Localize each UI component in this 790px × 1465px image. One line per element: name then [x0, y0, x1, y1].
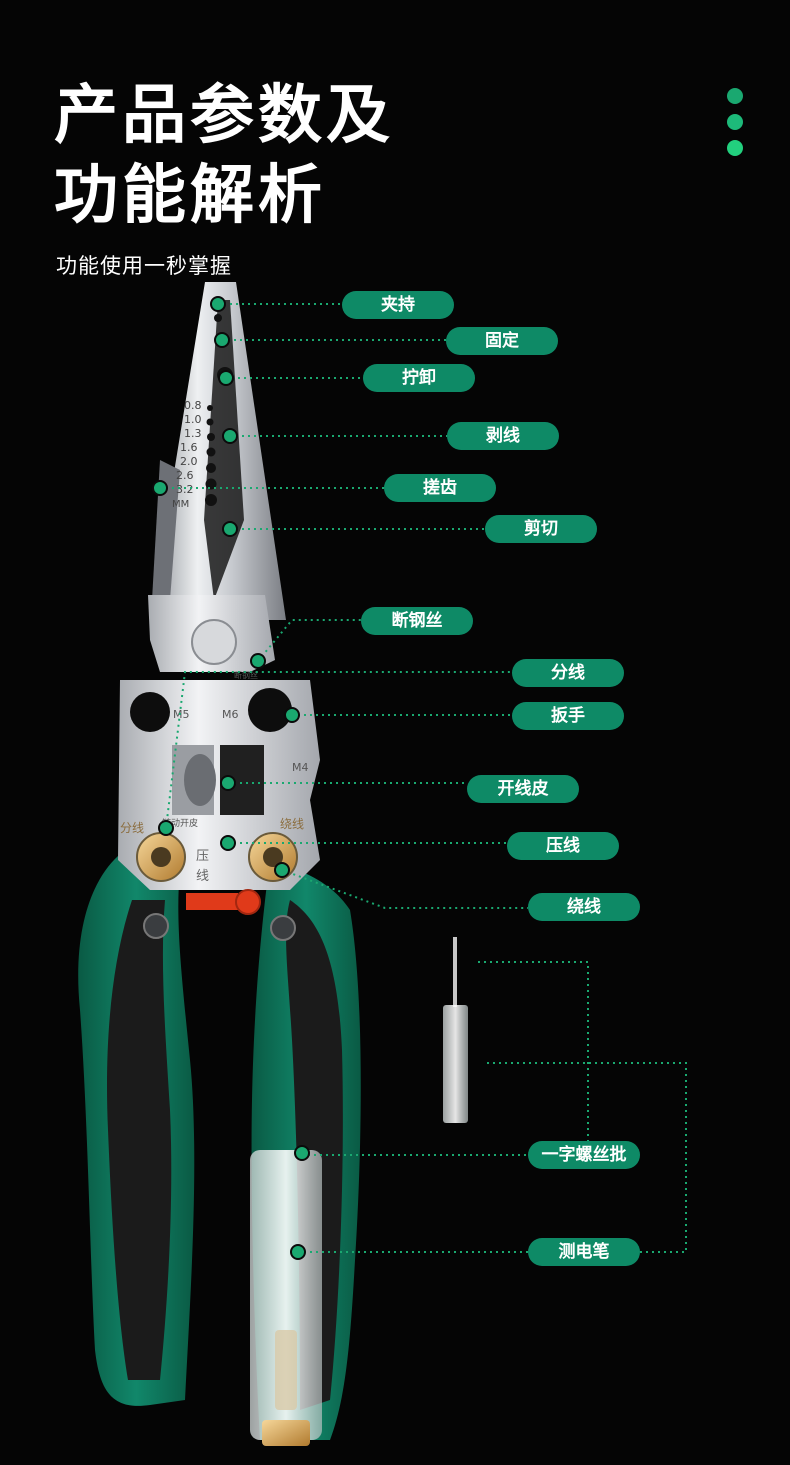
screwdriver-bit [443, 937, 468, 1123]
label-tester: 测电笔 [528, 1238, 640, 1266]
label-split: 分线 [512, 659, 624, 687]
decor-dots [727, 88, 743, 166]
page-title-line1: 产品参数及 [54, 79, 394, 153]
mark-m5: M5 [173, 708, 190, 721]
mark-m4: M4 [292, 761, 309, 774]
gauge-label: 1.3 [184, 427, 202, 440]
label-wire-cut: 断钢丝 [361, 607, 473, 635]
left-handle [78, 856, 195, 1406]
pliers-head: 断钢丝 M5 M6 M4 分线 绕线 链动开皮 压 线 [118, 595, 320, 915]
label-open-skin: 开线皮 [467, 775, 579, 803]
label-screwdriver: 一字螺丝批 [528, 1141, 640, 1169]
page-subtitle: 功能使用一秒掌握 [56, 254, 232, 278]
label-unscrew: 拧卸 [363, 364, 475, 392]
mark-ya: 压 [196, 849, 209, 864]
connector-lines [160, 303, 687, 1253]
label-crimp: 压线 [507, 832, 619, 860]
anchor-dots [152, 296, 310, 1260]
mark-xian: 线 [196, 869, 209, 884]
mark-fenxian: 分线 [120, 821, 144, 835]
pliers-jaw: 0.8 1.0 1.3 1.6 2.0 2.6 3.2 MM [150, 282, 286, 620]
label-thread: 搓齿 [384, 474, 496, 502]
decor-dot-icon [727, 114, 743, 130]
label-wind: 绕线 [528, 893, 640, 921]
label-fix: 固定 [446, 327, 558, 355]
mark-duangangsi: 断钢丝 [234, 670, 258, 680]
mark-m6: M6 [222, 708, 239, 721]
gauge-label: 0.8 [184, 399, 202, 412]
label-clamp: 夹持 [342, 291, 454, 319]
label-wrench: 扳手 [512, 702, 624, 730]
label-cut: 剪切 [485, 515, 597, 543]
mark-raoxian: 绕线 [280, 817, 304, 831]
gauge-unit: MM [172, 499, 189, 510]
gauge-label: 3.2 [176, 483, 194, 496]
gauge-label: 1.0 [184, 413, 202, 426]
gauge-label: 1.6 [180, 441, 198, 454]
right-handle [250, 860, 361, 1446]
label-strip: 剥线 [447, 422, 559, 450]
decor-dot-icon [727, 140, 743, 156]
decor-dot-icon [727, 88, 743, 104]
page-title-line2: 功能解析 [54, 159, 326, 233]
gauge-label: 2.6 [176, 469, 194, 482]
gauge-label: 2.0 [180, 455, 198, 468]
